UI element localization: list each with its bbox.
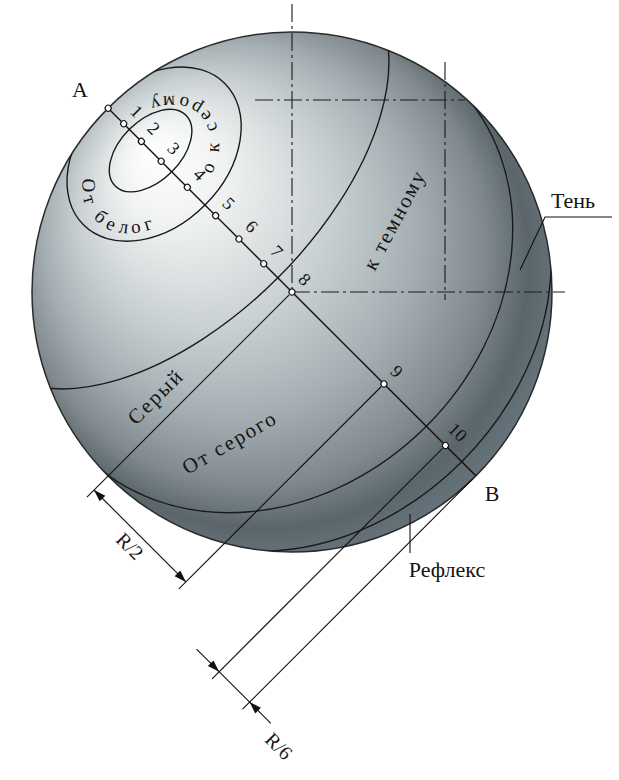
- zone-label: к темному: [359, 166, 431, 274]
- axis-construction: [0, 104, 499, 730]
- text-glyph: [202, 133, 221, 140]
- callout-number: 7: [266, 242, 286, 262]
- callout-number: 2: [143, 119, 163, 139]
- callout-number: 5: [217, 193, 237, 213]
- text-glyph: о: [130, 216, 142, 236]
- callout-number: 6: [241, 217, 261, 237]
- shadow-contour: [86, 86, 612, 612]
- dimension-label: R/2: [112, 528, 148, 564]
- shading-contours: [0, 0, 619, 647]
- text-glyph: т: [80, 193, 101, 206]
- callout-number: 9: [386, 362, 406, 382]
- text-glyph: О: [79, 178, 98, 192]
- leader-label: Рефлекс: [409, 558, 485, 582]
- callout-number: 3: [163, 139, 183, 159]
- text-glyph: г: [141, 213, 154, 233]
- point-label: B: [485, 482, 500, 506]
- reflex-contour: [138, 138, 619, 644]
- text-glyph: у: [149, 94, 163, 115]
- dimension-arrows: [63, 487, 289, 713]
- zone-label: От серого: [178, 406, 281, 479]
- dimension-label: R/6: [261, 728, 297, 764]
- dimension-lines: [66, 490, 299, 723]
- text-glyph: м: [163, 93, 176, 113]
- callout-number: 10: [444, 420, 471, 447]
- leader-label: Тень: [551, 189, 595, 213]
- leader-lines: [410, 217, 612, 553]
- text-glyph: л: [118, 216, 130, 236]
- center-lines: [255, 4, 565, 300]
- callout-number: 8: [294, 270, 314, 290]
- point-label: A: [72, 78, 88, 102]
- extension-lines: [59, 295, 473, 709]
- zone-label: Серый: [123, 364, 188, 429]
- text-glyph: к: [203, 142, 223, 153]
- callout-number: 1: [126, 102, 146, 122]
- point-markers: [104, 104, 450, 450]
